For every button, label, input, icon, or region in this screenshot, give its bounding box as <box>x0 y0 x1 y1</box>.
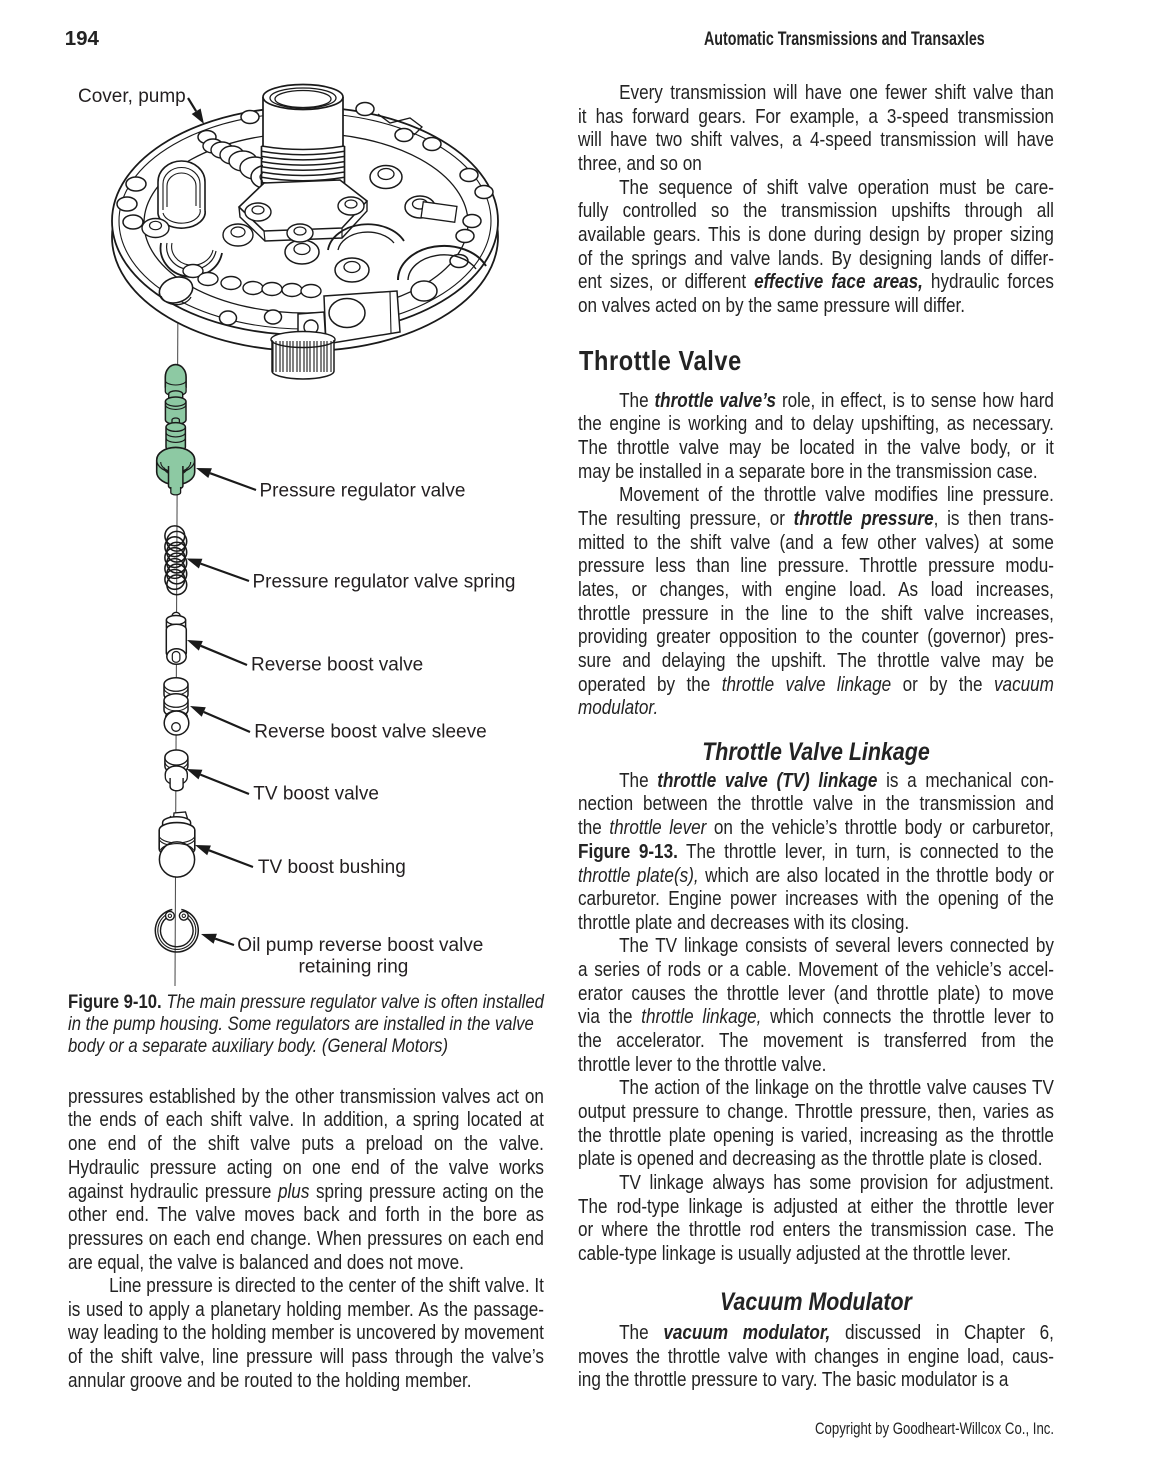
svg-text:Cover, pump: Cover, pump <box>78 86 186 107</box>
svg-text:Reverse boost valve: Reverse boost valve <box>251 654 423 675</box>
svg-text:Reverse boost valve sleeve: Reverse boost valve sleeve <box>254 721 486 742</box>
svg-text:Oil pump reverse boost valve: Oil pump reverse boost valve <box>237 935 483 956</box>
svg-text:Pressure regulator valve: Pressure regulator valve <box>260 481 466 502</box>
svg-text:Pressure regulator valve sprin: Pressure regulator valve spring <box>253 572 516 593</box>
svg-text:TV boost bushing: TV boost bushing <box>258 857 406 878</box>
svg-text:retaining ring: retaining ring <box>299 957 409 978</box>
svg-text:TV boost valve: TV boost valve <box>253 783 379 804</box>
